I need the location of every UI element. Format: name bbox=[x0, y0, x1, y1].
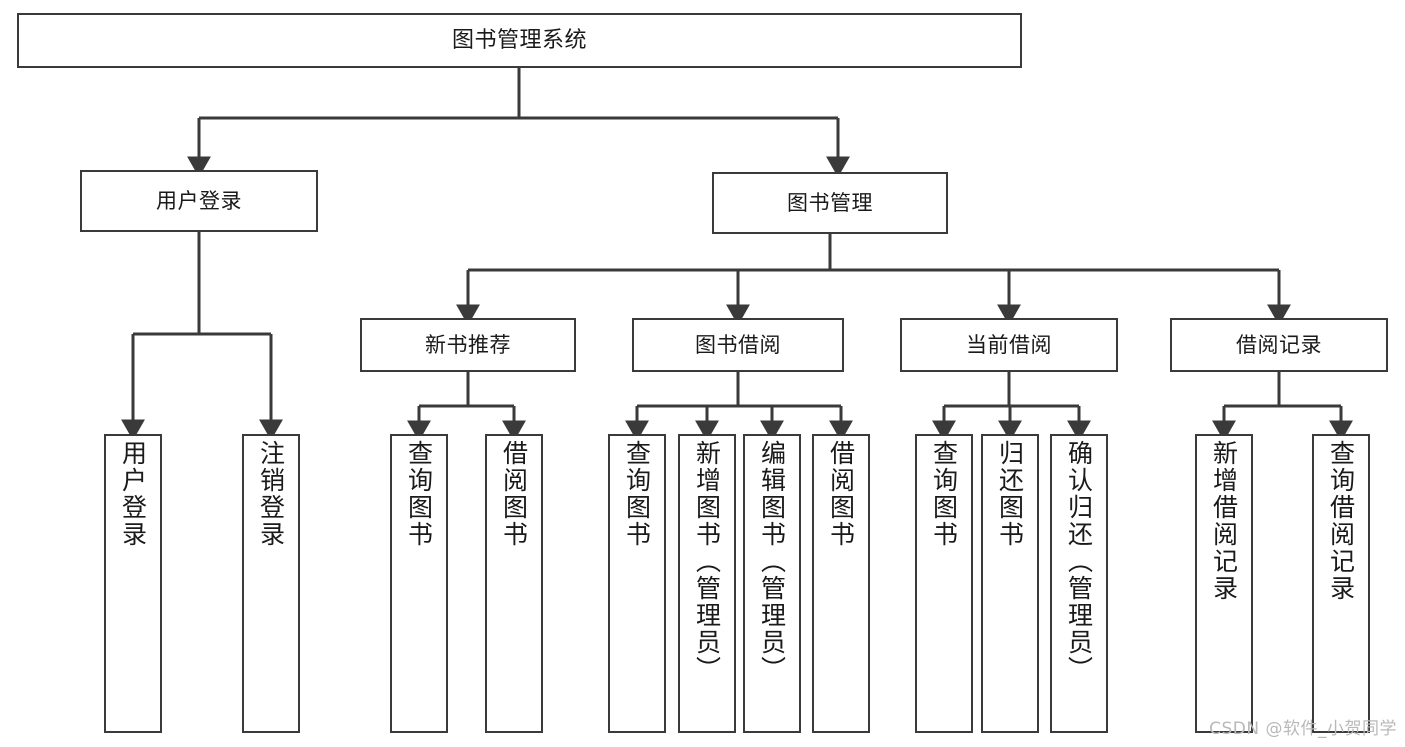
csdn-watermark: CSDN @软件_小贺同学 bbox=[1209, 719, 1397, 739]
node-user-login-label: 用户登录 bbox=[156, 188, 242, 213]
node-book-borrow-label: 图书借阅 bbox=[695, 332, 781, 357]
node-leaf-bb-edit[interactable]: 编辑图书（管理员） bbox=[743, 434, 801, 733]
node-leaf-bb-query-label: 查询图书 bbox=[622, 440, 652, 548]
node-leaf-user-logout[interactable]: 注销登录 bbox=[242, 434, 300, 733]
node-leaf-cb-query[interactable]: 查询图书 bbox=[915, 434, 973, 733]
node-leaf-cb-confirm[interactable]: 确认归还（管理员） bbox=[1050, 434, 1108, 733]
node-root-label: 图书管理系统 bbox=[451, 27, 587, 53]
node-leaf-bb-add[interactable]: 新增图书（管理员） bbox=[678, 434, 736, 733]
node-leaf-cb-return[interactable]: 归还图书 bbox=[981, 434, 1039, 733]
node-leaf-bb-add-label: 新增图书（管理员） bbox=[692, 440, 722, 683]
node-leaf-bb-borrow[interactable]: 借阅图书 bbox=[812, 434, 870, 733]
node-leaf-bb-query[interactable]: 查询图书 bbox=[608, 434, 666, 733]
node-leaf-br-query-label: 查询借阅记录 bbox=[1326, 440, 1356, 602]
node-book-manage-label: 图书管理 bbox=[787, 190, 873, 215]
node-borrow-record-label: 借阅记录 bbox=[1236, 332, 1322, 357]
node-leaf-br-add[interactable]: 新增借阅记录 bbox=[1195, 434, 1253, 733]
node-leaf-user-login-label: 用户登录 bbox=[118, 440, 148, 548]
node-leaf-cb-confirm-label: 确认归还（管理员） bbox=[1064, 440, 1094, 683]
node-new-book-rec[interactable]: 新书推荐 bbox=[360, 318, 576, 372]
node-borrow-record[interactable]: 借阅记录 bbox=[1170, 318, 1388, 372]
node-new-book-rec-label: 新书推荐 bbox=[425, 332, 511, 357]
node-leaf-rec-query[interactable]: 查询图书 bbox=[390, 434, 448, 733]
node-leaf-cb-query-label: 查询图书 bbox=[929, 440, 959, 548]
node-leaf-rec-borrow[interactable]: 借阅图书 bbox=[485, 434, 543, 733]
node-leaf-user-login[interactable]: 用户登录 bbox=[104, 434, 162, 733]
node-book-borrow[interactable]: 图书借阅 bbox=[632, 318, 844, 372]
node-leaf-bb-edit-label: 编辑图书（管理员） bbox=[757, 440, 787, 683]
node-leaf-rec-borrow-label: 借阅图书 bbox=[499, 440, 529, 548]
node-current-borrow[interactable]: 当前借阅 bbox=[900, 318, 1118, 372]
node-book-manage[interactable]: 图书管理 bbox=[712, 172, 948, 234]
node-root[interactable]: 图书管理系统 bbox=[17, 13, 1022, 68]
node-leaf-cb-return-label: 归还图书 bbox=[995, 440, 1025, 548]
node-user-login[interactable]: 用户登录 bbox=[80, 170, 318, 232]
node-current-borrow-label: 当前借阅 bbox=[966, 332, 1052, 357]
node-leaf-bb-borrow-label: 借阅图书 bbox=[826, 440, 856, 548]
node-leaf-br-add-label: 新增借阅记录 bbox=[1209, 440, 1239, 602]
node-leaf-user-logout-label: 注销登录 bbox=[256, 440, 286, 548]
node-leaf-br-query[interactable]: 查询借阅记录 bbox=[1312, 434, 1370, 733]
node-leaf-rec-query-label: 查询图书 bbox=[404, 440, 434, 548]
